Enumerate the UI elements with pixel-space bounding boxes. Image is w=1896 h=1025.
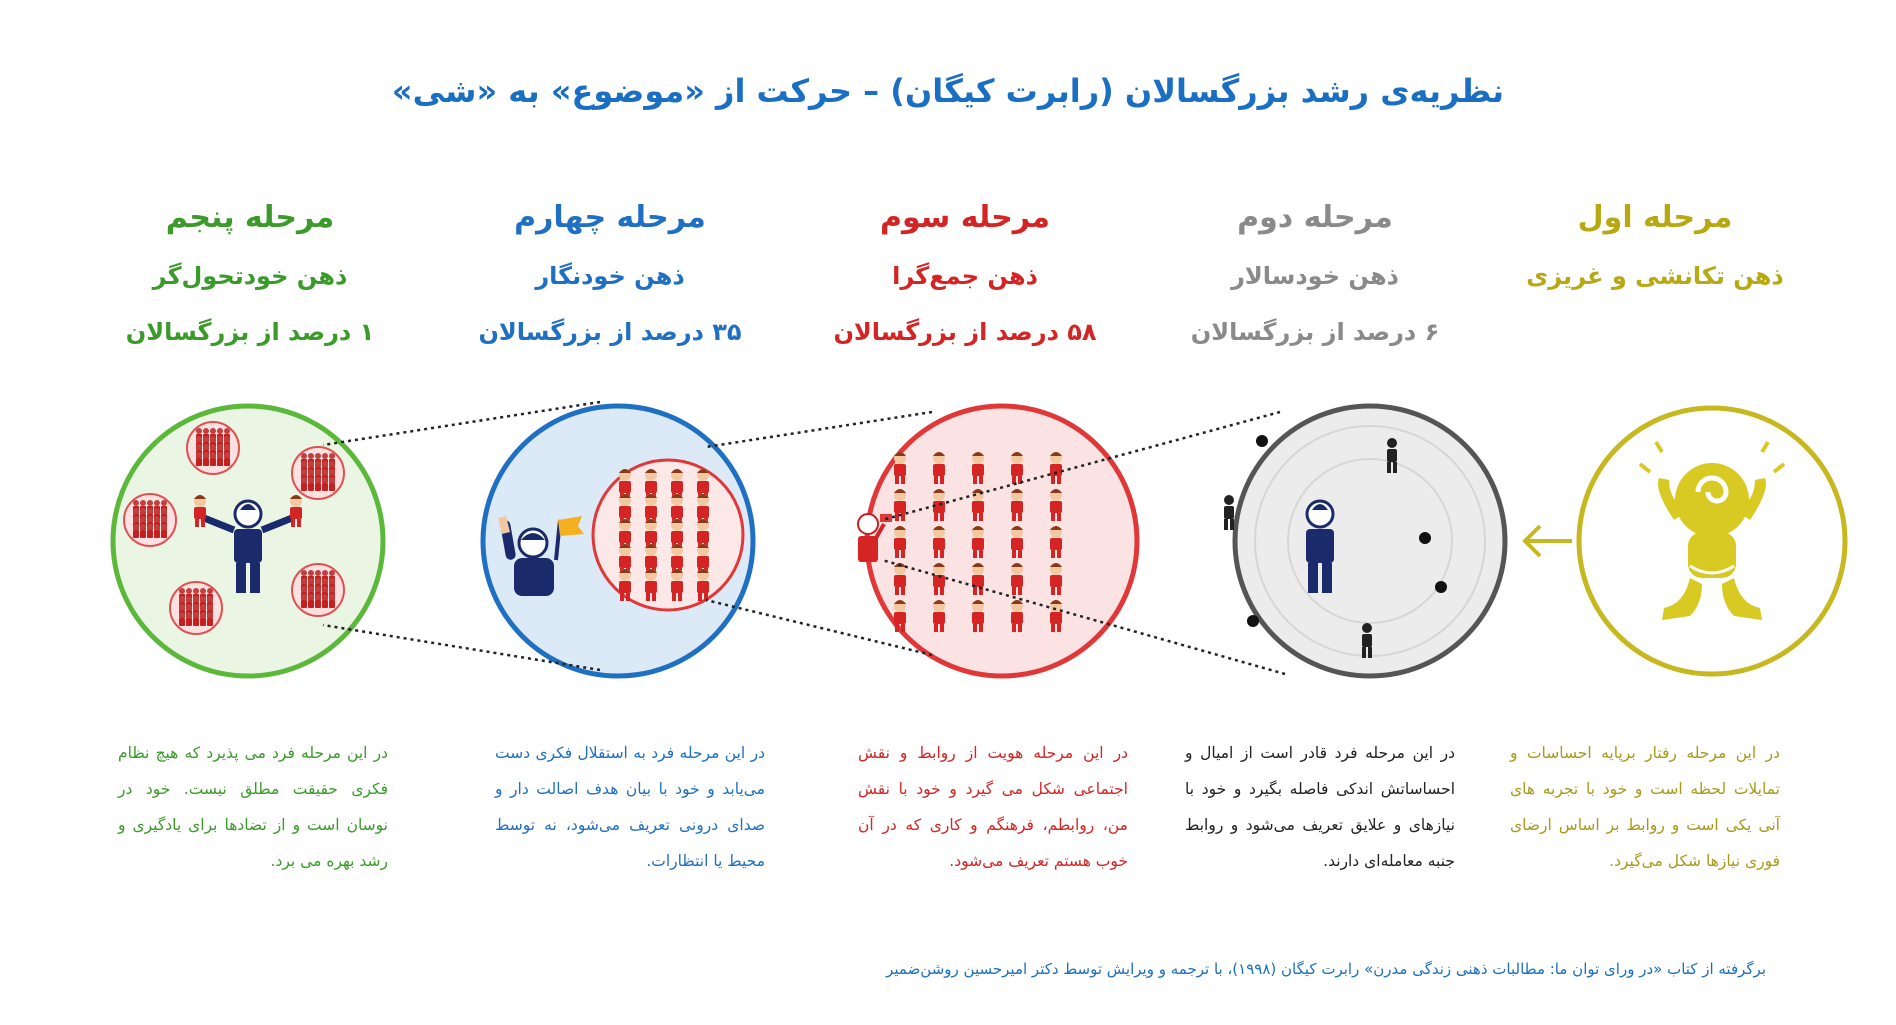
stage-1-description: در این مرحله رفتار برپایه احساسات و تمای… xyxy=(1510,744,1780,870)
group-person xyxy=(329,594,335,608)
group-person xyxy=(301,477,307,491)
group-person xyxy=(154,524,160,538)
group-person xyxy=(200,612,206,626)
group-person xyxy=(301,594,307,608)
stage-1-mind: ذهن تکانشی و غریزی xyxy=(1526,262,1784,290)
group-person xyxy=(207,612,213,626)
group-person xyxy=(217,452,223,466)
flag-person-icon xyxy=(498,516,584,596)
group-person xyxy=(193,612,199,626)
stage-5-mind: ذهن خودتحول‌گر xyxy=(152,262,348,290)
group-person xyxy=(322,594,328,608)
stage-5-description: در این مرحله فرد می پذیرد که هیچ نظام فک… xyxy=(118,744,388,870)
group-person xyxy=(203,452,209,466)
stage-3-mind: ذهن جمع‌گرا xyxy=(892,262,1038,290)
group-person xyxy=(329,477,335,491)
group-person xyxy=(224,452,230,466)
group-person xyxy=(133,524,139,538)
source-footer: برگرفته از کتاب «در ورای توان ما: مطالبا… xyxy=(886,960,1766,978)
group-person xyxy=(140,524,146,538)
stage-5-person xyxy=(194,495,302,595)
stage-3-description: در این مرحله هویت از روابط و نقش اجتماعی… xyxy=(858,744,1128,870)
group-person xyxy=(315,594,321,608)
stage-3-percent: ۵۸ درصد از بزرگسالان xyxy=(833,318,1097,346)
stage-4-percent: ۳۵ درصد از بزرگسالان xyxy=(478,318,742,346)
group-person xyxy=(147,524,153,538)
stage-4-name: مرحله چهارم xyxy=(514,200,706,235)
stage-4-description: در این مرحله فرد به استقلال فکری دست می‌… xyxy=(495,744,765,870)
stage-5-percent: ۱ درصد از بزرگسالان xyxy=(125,318,375,346)
stage-2-percent: ۶ درصد از بزرگسالان xyxy=(1190,318,1440,346)
stage-2-mind: ذهن خودسالار xyxy=(1231,262,1399,290)
stage-2-circle xyxy=(1232,403,1508,679)
group-person xyxy=(308,477,314,491)
group-person xyxy=(161,524,167,538)
page-title: نظریه‌ی رشد بزرگسالان (رابرت کیگان) – حر… xyxy=(391,72,1505,110)
group-person xyxy=(210,452,216,466)
group-person xyxy=(186,612,192,626)
stage-4-mind: ذهن خودنگار xyxy=(535,262,685,290)
stage-2-name: مرحله دوم xyxy=(1237,200,1393,235)
stage-1-name: مرحله اول xyxy=(1577,200,1733,235)
stage-5-name: مرحله پنجم xyxy=(165,200,335,235)
stage-3-circle xyxy=(864,403,1140,679)
group-person xyxy=(308,594,314,608)
group-person xyxy=(315,477,321,491)
connector-lines xyxy=(322,400,1286,676)
baby-icon xyxy=(1638,440,1786,620)
group-person xyxy=(196,452,202,466)
stage-2-description: در این مرحله فرد قادر است از امیال و احس… xyxy=(1185,744,1455,870)
group-person xyxy=(322,477,328,491)
group-person xyxy=(179,612,185,626)
stage-3-name: مرحله سوم xyxy=(879,200,1051,235)
arrow-left-icon xyxy=(1522,524,1572,558)
